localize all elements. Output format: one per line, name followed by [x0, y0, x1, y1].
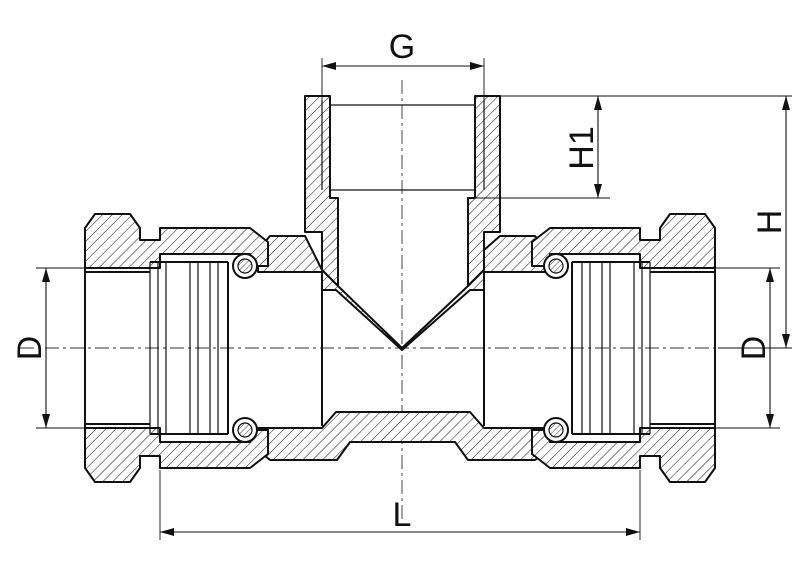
dimension-label-g: G [389, 28, 415, 66]
dimension-g [321, 58, 485, 100]
dimension-label-h: H [751, 210, 789, 235]
tee-body [257, 235, 549, 461]
dimension-label-h1: H1 [563, 126, 601, 169]
dimension-h [610, 95, 792, 349]
right-compression-end [531, 213, 716, 483]
dimension-h1 [475, 95, 610, 199]
dimension-d-left [36, 267, 85, 429]
dimension-d-right [715, 267, 780, 429]
left-compression-end [84, 213, 269, 483]
dimension-label-l: L [393, 496, 412, 534]
dimension-label-d-right: D [735, 336, 773, 361]
branch-port [304, 95, 501, 287]
dimension-l [159, 470, 641, 540]
dimension-label-d-left: D [11, 336, 49, 361]
